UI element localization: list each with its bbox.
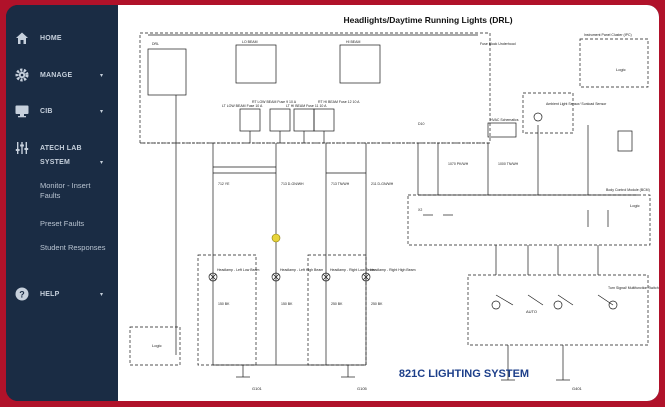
fault-marker[interactable]	[271, 233, 281, 243]
sensor-label: Ambient Light Sensor/ Sunload Sensor	[546, 102, 607, 106]
ipc-logic-label: Logic	[616, 67, 626, 72]
lamp-label-right-high: Headlamp - Right High Beam	[370, 268, 416, 272]
fuse-label-rt-low: RT LOW BEAM Fuse 9 10 A	[252, 100, 297, 104]
svg-text:150 BK: 150 BK	[281, 302, 293, 306]
nav-manage[interactable]: MANAGE ▾	[6, 64, 118, 86]
diagram-title: Headlights/Daytime Running Lights (DRL)	[343, 15, 512, 25]
help-icon: ?	[15, 287, 29, 301]
bcm-small-logic-label: Logic	[152, 343, 162, 348]
nav-help-label: HELP	[40, 290, 60, 298]
nav-system-label: SYSTEM	[40, 158, 70, 166]
diagram-footer: 821C LIGHTING SYSTEM	[399, 368, 529, 380]
lamp-label-left-high: Headlamp - Left High Beam	[280, 268, 323, 272]
bcm-label: Body Control Module (BCM)	[606, 188, 650, 192]
svg-text:LO BEAM: LO BEAM	[242, 40, 258, 44]
app-window: HOME MANAGE ▾ CIB ▾	[6, 5, 659, 401]
nav-system[interactable]: SYSTEM ▾	[6, 151, 118, 173]
sidebar-item-preset-faults[interactable]: Preset Faults	[40, 219, 85, 228]
fuse-label-lt-hi: LT HI BEAM Fuse 11 10 A	[286, 104, 327, 108]
nav-home[interactable]: HOME	[6, 27, 118, 49]
svg-text:?: ?	[19, 289, 25, 299]
nav-cib[interactable]: CIB ▾	[6, 100, 118, 122]
home-icon	[16, 32, 28, 44]
lamp-label-left-low: Headlamp - Left Low Beam	[217, 268, 259, 272]
hvac-label: HVAC Schematics	[490, 118, 519, 122]
ground-g105: G105	[357, 386, 368, 391]
nav-help[interactable]: ? HELP ▾	[6, 283, 118, 305]
auto-label: AUTO	[526, 309, 537, 314]
ipc-label: Instrument Panel Cluster (IPC)	[584, 33, 632, 37]
chevron-down-icon: ▾	[100, 159, 104, 166]
sliders-icon	[15, 142, 29, 154]
nav-manage-label: MANAGE	[40, 71, 73, 79]
nav-cib-label: CIB	[40, 107, 53, 115]
wiring-schematic: DRL LO BEAM HI BEAM D10 1070 PK/WH 1000 …	[129, 15, 659, 391]
svg-text:150 BK: 150 BK	[218, 302, 230, 306]
lamp-label-right-low: Headlamp - Right Low Beam	[330, 268, 375, 272]
fuse-label-rt-hi: RT HI BEAM Fuse 12 10 A	[318, 100, 360, 104]
nav-atech-lab[interactable]: ATECH LAB	[6, 137, 118, 159]
sidebar: HOME MANAGE ▾ CIB ▾	[6, 5, 118, 401]
svg-text:X2: X2	[418, 208, 422, 212]
fuse-block-label: Fuse Block Underhood	[480, 42, 516, 46]
svg-text:250 BK: 250 BK	[331, 302, 343, 306]
logic-label: Logic	[630, 203, 640, 208]
ground-g101: G101	[252, 386, 263, 391]
svg-text:713 TN/WH: 713 TN/WH	[331, 182, 350, 186]
svg-text:712 YE: 712 YE	[218, 182, 230, 186]
svg-text:211 D-GN/WH: 211 D-GN/WH	[371, 182, 394, 186]
sidebar-item-student-responses[interactable]: Student Responses	[40, 243, 106, 252]
chevron-down-icon: ▾	[100, 72, 104, 79]
svg-text:DRL: DRL	[152, 42, 159, 46]
gear-icon	[15, 68, 29, 82]
svg-text:HI BEAM: HI BEAM	[346, 40, 360, 44]
chevron-down-icon: ▾	[100, 108, 104, 115]
monitor-icon	[15, 105, 29, 118]
switch-label: Turn Signal/ Multifunction Switch	[608, 286, 659, 290]
fuse-label-lt-low: LT LOW BEAM Fuse 10 A	[222, 104, 263, 108]
chevron-down-icon: ▾	[100, 291, 104, 298]
svg-text:250 BK: 250 BK	[371, 302, 383, 306]
nav-home-label: HOME	[40, 34, 62, 42]
nav-atech-lab-label: ATECH LAB	[40, 144, 82, 152]
svg-text:1000 TN/WH: 1000 TN/WH	[498, 162, 519, 166]
wiring-diagram-panel: DRL LO BEAM HI BEAM D10 1070 PK/WH 1000 …	[118, 5, 659, 401]
svg-text:1070 PK/WH: 1070 PK/WH	[448, 162, 469, 166]
sidebar-item-monitor-insert-faults[interactable]: Monitor - Insert Faults	[40, 181, 91, 200]
svg-text:D10: D10	[418, 122, 424, 126]
svg-text:713 D-GN/WH: 713 D-GN/WH	[281, 182, 304, 186]
ground-g401: G401	[572, 386, 583, 391]
